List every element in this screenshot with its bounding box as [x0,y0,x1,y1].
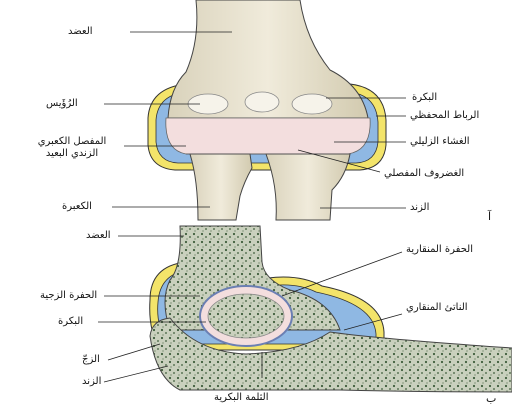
label-olecranon: الزجّ [82,354,100,366]
label-olecranon-fossa: الحفرة المنقارية [406,244,473,256]
panel-b-id: ب [486,392,496,405]
label-radioulnar-joint-2: الزندي البعيد [24,148,120,160]
label-trochlea-bottom: البكرة [58,316,83,328]
label-ulna-bottom: الزند [82,376,101,388]
panel-a-id: آ [488,210,491,223]
label-capitulum: الرُؤَيس [46,98,78,110]
label-synovial-membrane: الغشاء الزليلي [410,136,470,148]
label-radius: الكعبرة [62,201,92,213]
label-trochlear-notch: الثلمة البكرية [214,392,269,404]
label-radioulnar-joint-1: المفصل الكعبري [24,136,120,148]
label-trochlea-top: البكرة [412,92,437,104]
label-humerus-bottom: العضد [86,230,111,242]
label-articular-cartilage: الغضروف المفصلي [384,168,464,180]
top-ulna [266,154,350,220]
top-radius [190,154,252,220]
top-panel-illustration [148,0,386,220]
top-articular-surface [188,92,332,114]
label-humerus-top: العضد [68,26,93,38]
label-coronoid-fossa: الحفرة الزجية [40,290,97,302]
label-ulna-top: الزند [410,202,429,214]
label-capsule-ligament: الرباط المحفظي [410,110,479,122]
label-coronoid-process: الناتئ المنقاري [406,302,468,314]
top-cartilage [166,118,370,154]
